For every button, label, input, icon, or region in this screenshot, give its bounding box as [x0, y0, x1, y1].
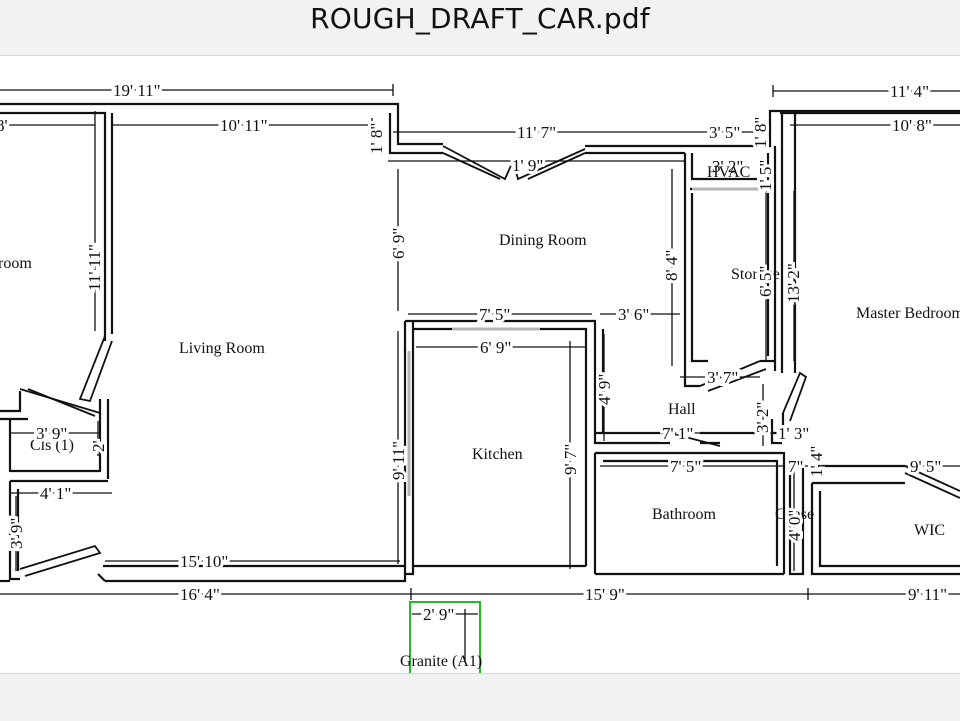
room-label-dining-room: Dining Room	[499, 232, 587, 249]
room-label-kitchen: Kitchen	[472, 446, 523, 463]
title-bar: ROUGH_DRAFT_CAR.pdf	[0, 0, 960, 55]
dimension-label: 1' 3"	[778, 424, 809, 443]
dimension-label: 4' 1"	[40, 484, 71, 503]
bottom-toolbar	[0, 673, 960, 721]
dimension-label: 10' 11"	[220, 116, 268, 135]
dimension-label: 11' 4"	[890, 82, 929, 101]
room-labels: room Living Room Dining Room Storage HVA…	[0, 164, 960, 670]
dimension-lines	[0, 84, 960, 661]
room-label-granite: Granite (A1)	[400, 653, 482, 670]
dimension-label: 9' 11"	[389, 441, 408, 480]
dimension-label: 7"	[788, 457, 803, 476]
room-label-chase: Chase	[775, 506, 814, 523]
dimension-label: 11' 11"	[85, 244, 104, 291]
dimension-label: 9' 7"	[561, 444, 580, 475]
dimension-label: 11' 7"	[517, 123, 556, 142]
dimension-label: 10' 8"	[892, 116, 932, 135]
dimension-label: 7' 5"	[479, 305, 510, 324]
dimension-label: 3' 6"	[618, 305, 649, 324]
dimension-label: 16' 4"	[180, 585, 220, 604]
dimension-label: 3' 9"	[7, 518, 26, 549]
dimension-label: 15' 10"	[180, 552, 228, 571]
dimension-label: 1' 8"	[751, 117, 770, 148]
dimension-label: 6' 9"	[480, 338, 511, 357]
room-label-storage: Storage	[731, 266, 780, 283]
document-title: ROUGH_DRAFT_CAR.pdf	[310, 2, 650, 35]
dimension-label: 2' 9"	[423, 605, 454, 624]
room-label-partial: room	[0, 255, 32, 272]
dimension-label: 9' 5"	[910, 457, 941, 476]
dimension-label: 3' 2"	[753, 402, 772, 433]
dimension-label: 6' 5"	[756, 266, 775, 297]
room-label-living-room: Living Room	[179, 340, 265, 357]
room-label-closet: Cls (1)	[30, 437, 74, 454]
pdf-page[interactable]: room Living Room Dining Room Storage HVA…	[0, 55, 960, 674]
dimension-label: 3' 5"	[709, 123, 740, 142]
dimension-label: 3' 7"	[707, 368, 738, 387]
room-label-master-bedroom: Master Bedroom	[856, 305, 960, 322]
dimension-label: 8'	[0, 116, 8, 135]
dimension-label: 1' 5"	[756, 160, 775, 191]
walls	[0, 102, 960, 583]
dimension-label: 15' 9"	[585, 585, 625, 604]
dimension-label: 6' 9"	[389, 228, 408, 259]
dimension-label: 19' 11"	[113, 81, 161, 100]
dimension-labels: 19' 11" 8' 10' 11" 11' 7" 3' 5" 11' 4" 1…	[0, 78, 950, 627]
dimension-label: 3' 9"	[36, 424, 67, 443]
dimension-label: 9' 11"	[908, 585, 947, 604]
room-label-wic: WIC	[914, 522, 945, 539]
dimension-label: 1' 4"	[807, 446, 826, 477]
room-label-hvac: HVAC	[707, 164, 750, 181]
room-label-bathroom: Bathroom	[652, 506, 717, 523]
floor-plan-drawing: room Living Room Dining Room Storage HVA…	[0, 78, 960, 674]
dimension-label: 3' 2"	[712, 157, 743, 176]
dimension-label: 4' 0"	[785, 510, 804, 541]
granite-selection-box[interactable]	[409, 601, 481, 674]
dimension-label: 1' 9"	[512, 156, 543, 175]
dimension-label: 1' 8"	[367, 123, 386, 154]
dimension-label: 8' 4"	[662, 250, 681, 281]
dimension-label: 4' 9"	[595, 374, 614, 405]
dimension-label: 13' 2"	[784, 263, 803, 303]
dimension-label: 7' 5"	[670, 457, 701, 476]
dimension-label: 2'	[89, 440, 108, 452]
windows	[407, 187, 760, 496]
dimension-label: 7' 1"	[662, 424, 693, 443]
doors	[19, 145, 960, 577]
room-label-hall: Hall	[668, 401, 696, 418]
